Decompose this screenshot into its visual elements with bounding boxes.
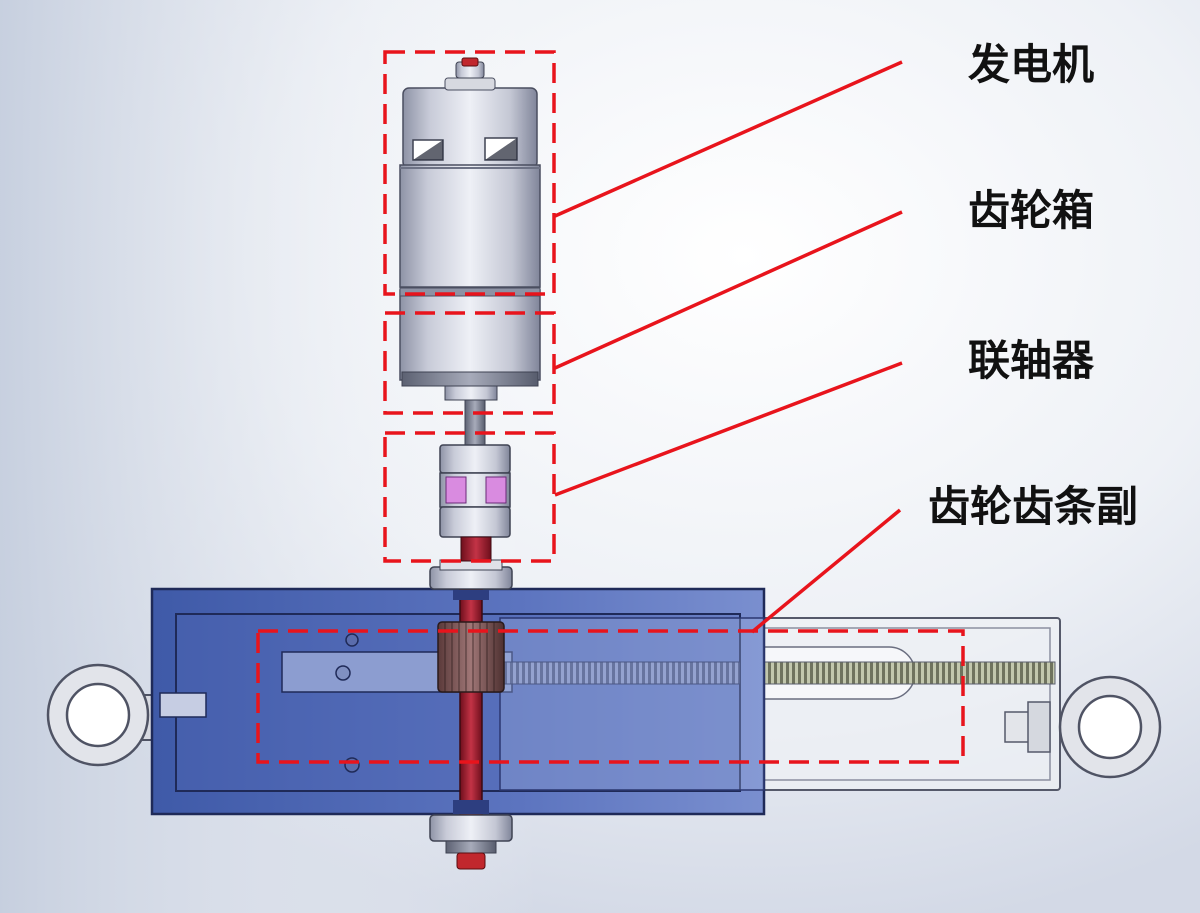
top-bearing: [429, 559, 513, 590]
bottom-bearing: [429, 814, 513, 870]
right-rod-eye: [1058, 675, 1162, 779]
pinion-shaft: [437, 589, 505, 816]
generator-callout-box: [383, 50, 556, 296]
left-rod-eye: [46, 663, 161, 767]
coupling-leader-line: [554, 361, 903, 497]
gearbox-leader-line: [554, 210, 903, 370]
rack-pinion-callout-box: [256, 629, 965, 764]
gearbox-callout-box: [383, 311, 556, 415]
generator-label: 发电机: [968, 40, 1095, 89]
gearbox: [399, 287, 541, 401]
gearbox-label: 齿轮箱: [968, 186, 1095, 235]
rack-pinion-leader-line: [750, 508, 902, 634]
jaw-coupling: [439, 399, 511, 562]
generator: [399, 57, 541, 288]
rack-pinion-label: 齿轮齿条副: [928, 482, 1139, 531]
generator-leader-line: [554, 60, 903, 218]
coupling-callout-box: [383, 431, 556, 563]
coupling-label: 联轴器: [968, 336, 1095, 385]
